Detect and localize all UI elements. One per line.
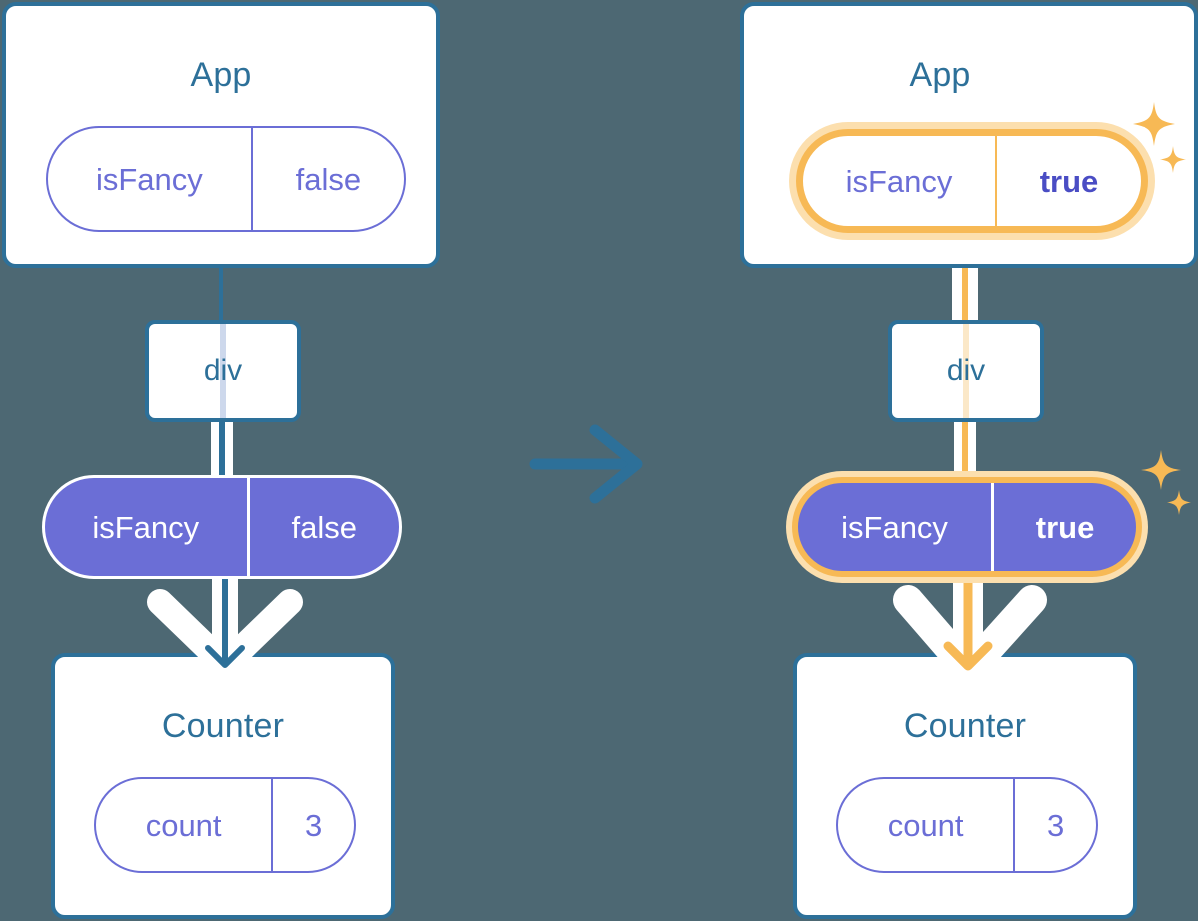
div-element-label-before: div	[203, 354, 243, 387]
app-state-pill-name-after: isFancy	[845, 163, 953, 199]
connector-app-to-div-after	[962, 222, 968, 326]
div-element-box-before: div	[145, 320, 301, 422]
props-pill-name-after: isFancy	[841, 509, 948, 545]
counter-card-title-after: Counter	[903, 707, 1027, 745]
transition-arrow-icon	[527, 422, 657, 507]
props-pill-name-before: isFancy	[92, 509, 200, 545]
counter-state-pill-before: count 3	[94, 777, 356, 873]
connector-app-to-div-before	[219, 262, 223, 324]
counter-card-title-before: Counter	[161, 707, 285, 745]
div-element-box-after: div	[888, 320, 1044, 422]
props-pill-after[interactable]: isFancy true	[792, 477, 1142, 577]
app-state-pill-before: isFancy false	[46, 126, 406, 232]
sparkle-group-props-after	[1138, 448, 1196, 520]
connector-div-to-props-before	[219, 418, 225, 488]
div-inner-line-before	[220, 324, 226, 418]
app-card-title-after: App	[909, 56, 971, 94]
counter-card-after: Counter count 3	[793, 653, 1137, 919]
props-pill-value-after: true	[991, 483, 1136, 571]
counter-state-pill-value-before: 3	[271, 779, 354, 871]
app-state-pill-value-after: true	[995, 136, 1141, 226]
app-card-title-before: App	[190, 56, 252, 94]
sparkle-large-icon	[1141, 450, 1181, 490]
counter-state-pill-name-after: count	[887, 807, 964, 843]
sparkle-small-icon	[1167, 490, 1191, 515]
counter-state-pill-value-after: 3	[1013, 779, 1096, 871]
app-state-pill-name-before: isFancy	[95, 161, 203, 197]
counter-card-before: Counter count 3	[51, 653, 395, 919]
div-inner-line-after	[963, 324, 969, 418]
app-state-pill-value-before: false	[250, 128, 404, 230]
counter-state-pill-name-before: count	[145, 807, 222, 843]
app-card-after: App isFancy true	[740, 2, 1198, 268]
app-state-pill-after[interactable]: isFancy true	[796, 129, 1148, 233]
props-pill-before: isFancy false	[42, 475, 402, 579]
div-element-label-after: div	[946, 354, 986, 387]
app-card-before: App isFancy false	[2, 2, 440, 268]
counter-state-pill-after: count 3	[836, 777, 1098, 873]
props-pill-value-before: false	[246, 478, 399, 576]
connector-div-to-props-after	[962, 418, 968, 490]
